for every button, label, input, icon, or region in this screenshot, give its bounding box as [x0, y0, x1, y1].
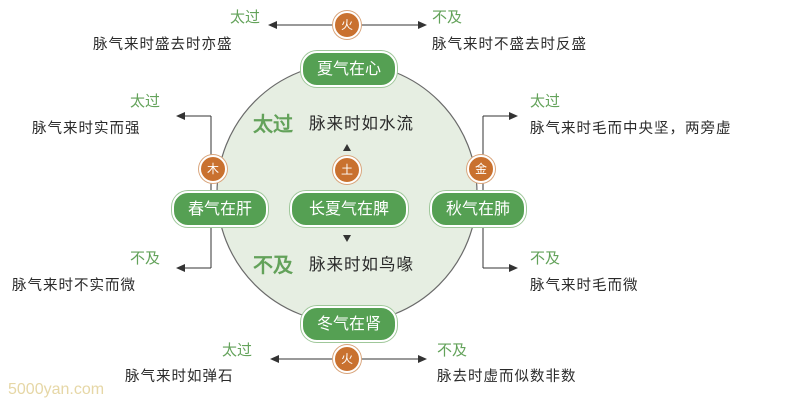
bottom-deficient-tag: 不及	[437, 341, 468, 359]
winter-kidney-pill: 冬气在肾	[301, 306, 397, 342]
right-excess-desc: 脉气来时毛而中央坚，两旁虚	[530, 121, 732, 137]
right-deficient-tag: 不及	[530, 249, 561, 267]
top-deficient-desc: 脉气来时不盛去时反盛	[432, 37, 587, 53]
fire-element-icon: 火	[333, 11, 361, 39]
wood-element-icon: 木	[199, 155, 227, 183]
left-excess-tag: 太过	[130, 92, 161, 110]
fire-element-icon-bottom: 火	[333, 345, 361, 373]
late-summer-spleen-pill: 长夏气在脾	[290, 191, 408, 227]
left-excess-desc: 脉气来时实而强	[32, 121, 141, 137]
top-excess-tag: 太过	[230, 8, 261, 26]
center-deficient-tag: 不及	[253, 253, 293, 277]
top-deficient-tag: 不及	[432, 8, 463, 26]
spring-liver-pill: 春气在肝	[172, 191, 268, 227]
left-deficient-tag: 不及	[130, 249, 161, 267]
center-down-arrow	[343, 235, 351, 242]
summer-heart-pill: 夏气在心	[301, 51, 397, 87]
center-excess-desc: 脉来时如水流	[309, 114, 414, 133]
earth-element-icon: 土	[333, 156, 361, 184]
center-deficient-desc: 脉来时如鸟喙	[309, 255, 414, 274]
center-excess-tag: 太过	[253, 112, 293, 136]
autumn-lung-pill: 秋气在肺	[430, 191, 526, 227]
right-deficient-desc: 脉气来时毛而微	[530, 278, 639, 294]
left-bracket-arrows	[176, 112, 212, 272]
left-deficient-desc: 脉气来时不实而微	[12, 278, 136, 294]
bottom-deficient-desc: 脉去时虚而似数非数	[437, 369, 577, 385]
metal-element-icon: 金	[467, 155, 495, 183]
right-excess-tag: 太过	[530, 92, 561, 110]
watermark: 5000yan.com	[8, 381, 105, 398]
center-up-arrow	[343, 144, 351, 151]
top-excess-desc: 脉气来时盛去时亦盛	[93, 37, 233, 53]
bottom-excess-tag: 太过	[222, 341, 253, 359]
bottom-excess-desc: 脉气来时如弹石	[125, 369, 234, 385]
